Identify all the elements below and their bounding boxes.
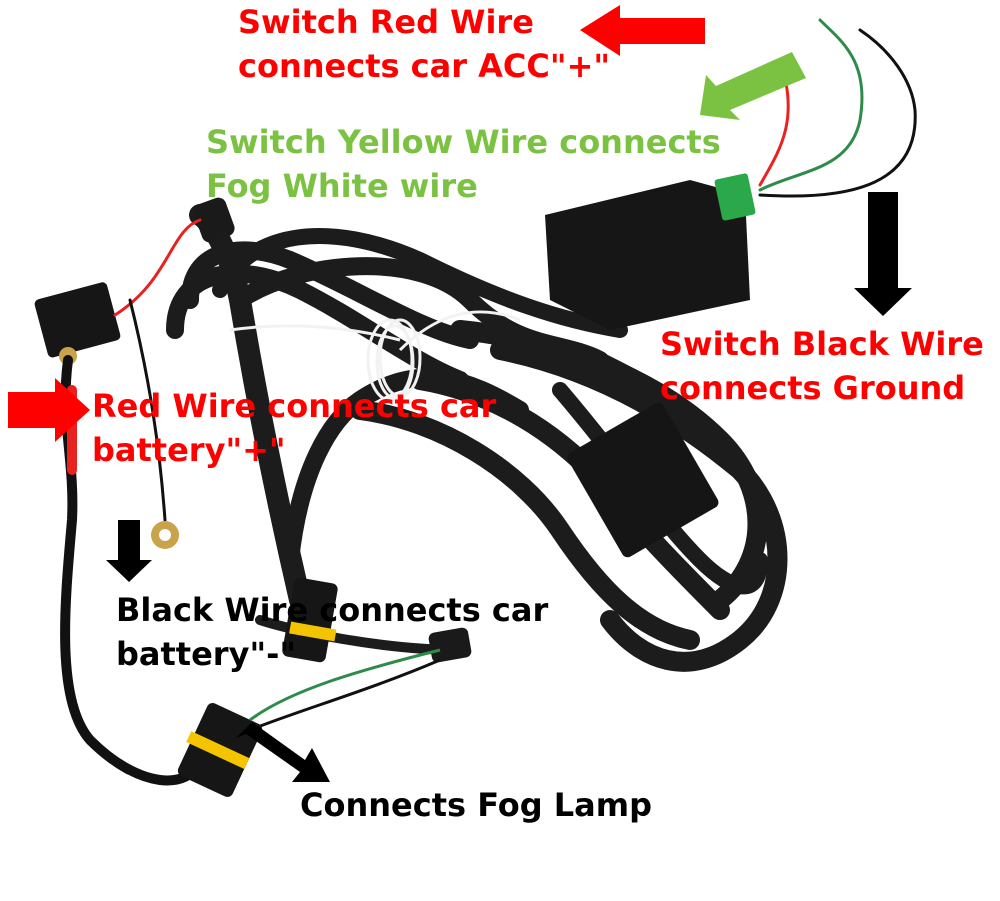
battery-black-line1: Black Wire connects car [116, 591, 549, 629]
battery-black-line2: battery"-" [116, 635, 297, 673]
switch-yellow-line1: Switch Yellow Wire connects [206, 123, 721, 161]
switch-red-line2: connects car ACC"+" [238, 47, 611, 85]
inline-plug [428, 627, 472, 663]
switch-black-wire-label: Switch Black Wire connects Ground [660, 322, 984, 410]
arrow-down-left-green [700, 52, 806, 120]
relay-socket [34, 282, 121, 365]
arrow-right-red [8, 378, 90, 442]
switch-red-line1: Switch Red Wire [238, 3, 534, 41]
fog-lamp-label: Connects Fog Lamp [300, 783, 652, 827]
switch-yellow-line2: Fog White wire [206, 167, 478, 205]
switch-black-line1: Switch Black Wire [660, 325, 984, 363]
battery-red-line2: battery"+" [92, 431, 286, 469]
arrow-down-black [854, 192, 912, 316]
relay-box [567, 402, 719, 558]
switch-red-wire-label: Switch Red Wire connects car ACC"+" [238, 0, 610, 88]
fuse-holder [193, 197, 235, 243]
switch-yellow-wire-label: Switch Yellow Wire connects Fog White wi… [206, 120, 721, 208]
arrow-down-right-black [236, 722, 330, 782]
arrow-left-red [580, 5, 705, 56]
fog-connectors [177, 577, 441, 797]
white-wire-bundle [229, 310, 521, 402]
harness-coils [166, 204, 788, 672]
switch-leads [758, 18, 917, 198]
rocker-switch [545, 173, 756, 330]
battery-black-wire-label: Black Wire connects car battery"-" [116, 588, 548, 676]
battery-red-wire-label: Red Wire connects car battery"+" [92, 384, 496, 472]
fog-lamp-line1: Connects Fog Lamp [300, 786, 653, 824]
battery-red-line1: Red Wire connects car [92, 387, 497, 425]
switch-black-line2: connects Ground [660, 369, 966, 407]
arrow-down-black-small [106, 520, 152, 582]
